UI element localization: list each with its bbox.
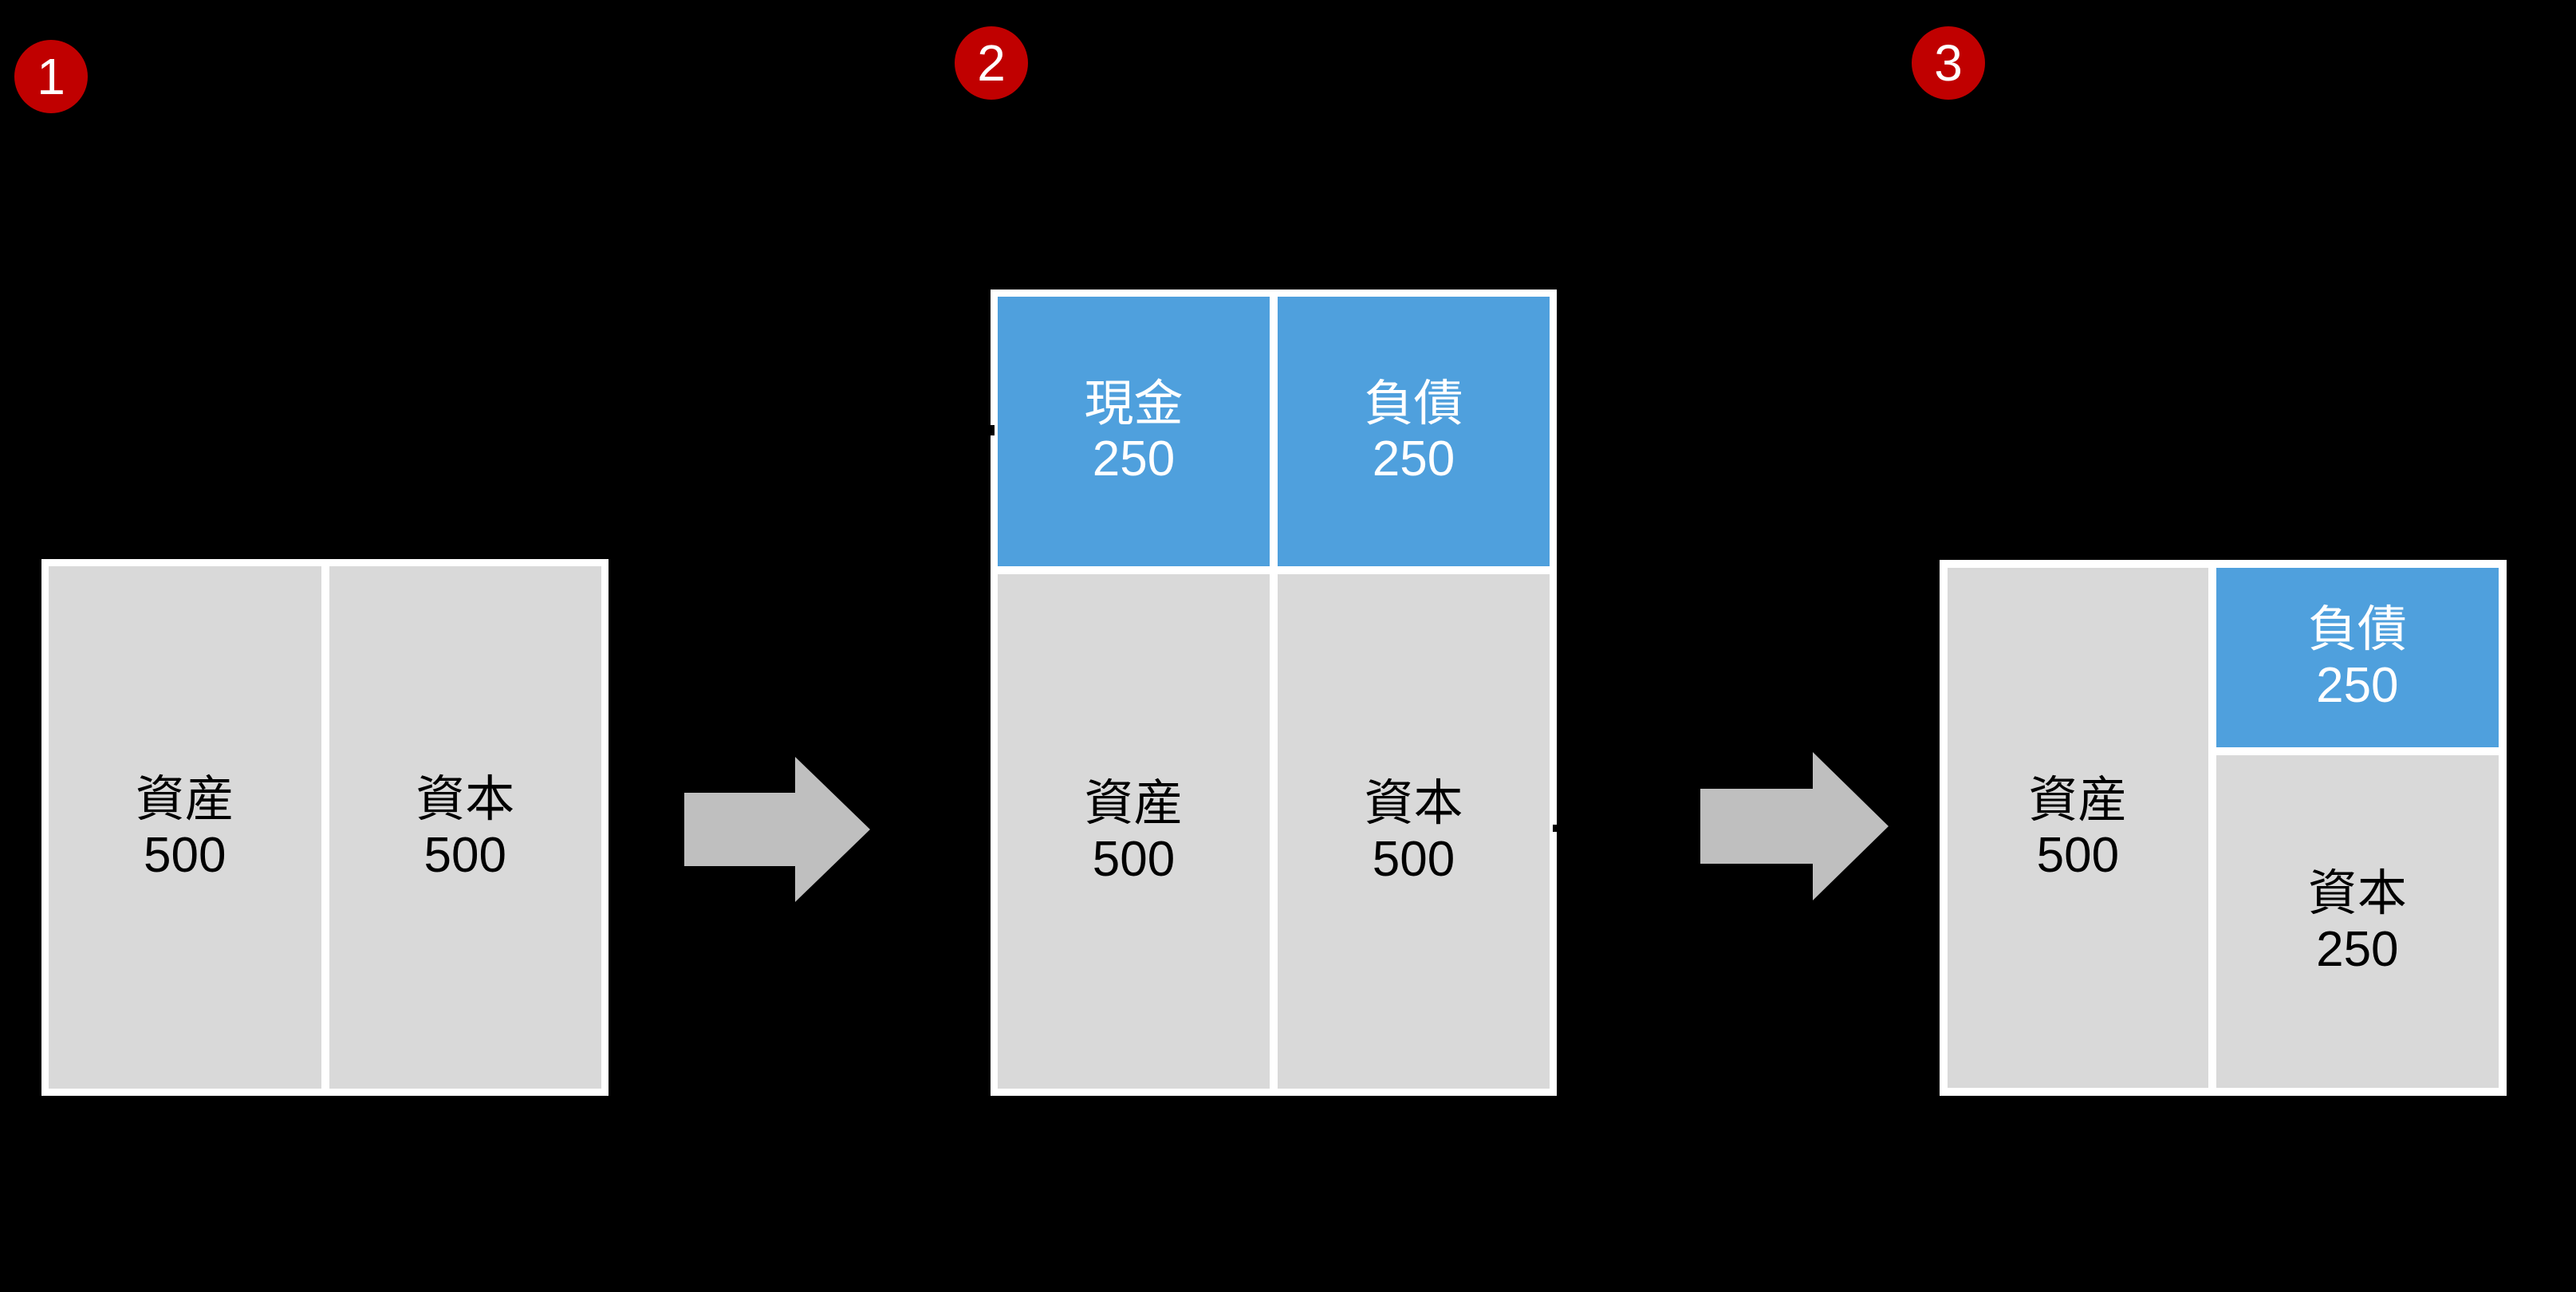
step3-left-column: 資産 500 [1948, 568, 2212, 1088]
arrow-right-icon-1 [684, 757, 870, 902]
balance-sheet-step-1: 資産 500 資本 500 [41, 559, 609, 1096]
cell-assets-step1-label: 資産 [135, 772, 234, 828]
cell-assets-step3-amount: 500 [2036, 828, 2120, 883]
step-badge-2-number: 2 [977, 34, 1006, 92]
step-badge-3-number: 3 [1934, 34, 1963, 92]
cell-cash-step2-label: 現金 [1084, 376, 1184, 431]
cell-equity-step2-amount: 500 [1372, 831, 1455, 887]
step-badge-2: 2 [955, 26, 1028, 100]
cell-liabilities-step3-label: 負債 [2307, 602, 2407, 658]
step1-left-column: 資産 500 [49, 566, 325, 1089]
balance-sheet-step-2: 現金 250 資産 500 負債 250 資本 500 [991, 290, 1557, 1096]
cell-equity-step3-label: 資本 [2307, 866, 2407, 922]
connector-mark-right [1553, 825, 1558, 832]
cell-assets-step2-label: 資産 [1084, 776, 1184, 832]
cell-liabilities-step2: 負債 250 [1278, 297, 1550, 566]
cell-equity-step2-label: 資本 [1364, 776, 1463, 832]
step3-right-divider [2216, 747, 2499, 755]
cell-assets-step1-amount: 500 [144, 827, 226, 883]
step2-left-divider [998, 566, 1270, 574]
step2-right-column: 負債 250 資本 500 [1274, 297, 1550, 1089]
cell-liabilities-step2-label: 負債 [1364, 376, 1463, 431]
step3-right-column: 負債 250 資本 250 [2212, 568, 2499, 1088]
cell-equity-step3-amount: 250 [2316, 921, 2399, 977]
cell-equity-step3: 資本 250 [2216, 755, 2499, 1088]
step2-right-divider [1278, 566, 1550, 574]
step-badge-1-number: 1 [37, 48, 65, 105]
cell-liabilities-step3: 負債 250 [2216, 568, 2499, 747]
cell-assets-step1: 資産 500 [49, 566, 321, 1089]
cell-liabilities-step2-amount: 250 [1372, 431, 1455, 486]
arrow-right-icon-2 [1700, 752, 1889, 900]
cell-equity-step1-amount: 500 [423, 827, 506, 883]
cell-cash-step2: 現金 250 [998, 297, 1270, 566]
step-badge-1: 1 [14, 40, 88, 113]
cell-equity-step1: 資本 500 [329, 566, 601, 1089]
cell-cash-step2-amount: 250 [1092, 431, 1176, 486]
cell-assets-step3: 資産 500 [1948, 568, 2208, 1088]
step2-left-column: 現金 250 資産 500 [998, 297, 1274, 1089]
balance-sheet-step-3: 資産 500 負債 250 資本 250 [1940, 560, 2507, 1096]
cell-liabilities-step3-amount: 250 [2316, 657, 2399, 713]
cell-assets-step2-amount: 500 [1092, 831, 1176, 887]
step1-right-column: 資本 500 [325, 566, 601, 1089]
cell-equity-step2: 資本 500 [1278, 574, 1550, 1089]
step-badge-3: 3 [1912, 26, 1985, 100]
cell-assets-step2: 資産 500 [998, 574, 1270, 1089]
cell-equity-step1-label: 資本 [416, 772, 515, 828]
cell-assets-step3-label: 資産 [2028, 772, 2128, 828]
connector-mark-left [991, 425, 995, 435]
